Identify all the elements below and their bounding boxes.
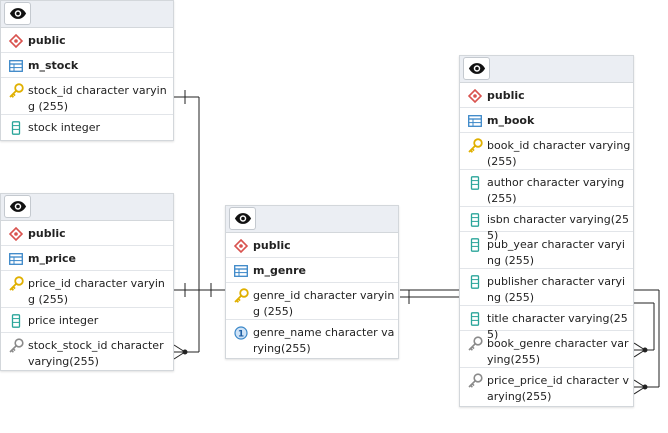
column-label: title character varying(255) — [487, 312, 628, 341]
schema-name: public — [487, 89, 525, 102]
schema-icon — [9, 34, 23, 48]
column-icon — [470, 238, 480, 252]
column-row[interactable]: author character varying(255) — [460, 170, 633, 207]
toggle-visibility-button[interactable] — [463, 57, 490, 80]
column-row[interactable]: stock integer — [1, 115, 173, 140]
schema-name: public — [253, 239, 291, 252]
column-row[interactable]: stock_stock_id character varying(255) — [1, 333, 173, 370]
table-node-m-price[interactable]: public m_price price_id character varyin… — [0, 193, 174, 371]
table-name-row: m_price — [1, 246, 173, 271]
column-label: price_id character varying (255) — [28, 277, 165, 306]
eye-icon — [9, 200, 27, 213]
table-node-header — [460, 56, 633, 83]
primary-key-icon — [233, 288, 249, 304]
link-book-to-genre[interactable] — [400, 290, 655, 358]
column-label: stock_id character varying (255) — [28, 84, 167, 113]
column-row[interactable]: price_price_id character varying(255) — [460, 368, 633, 405]
column-label: price_price_id character varying(255) — [487, 374, 629, 403]
schema-icon — [468, 89, 482, 103]
table-node-m-genre[interactable]: public m_genre genre_id character varyin… — [225, 205, 399, 359]
schema-name: public — [28, 34, 66, 47]
eye-icon — [468, 62, 486, 75]
column-row[interactable]: book_id character varying (255) — [460, 133, 633, 170]
table-name-row: m_stock — [1, 53, 173, 78]
foreign-key-icon — [8, 338, 24, 354]
schema-row: public — [226, 233, 398, 258]
column-row[interactable]: price_id character varying (255) — [1, 271, 173, 308]
primary-key-icon — [467, 138, 483, 154]
column-icon — [470, 312, 480, 326]
column-label: publisher character varying (255) — [487, 275, 626, 304]
schema-row: public — [1, 28, 173, 53]
column-label: pub_year character varying (255) — [487, 238, 625, 267]
table-icon — [234, 265, 248, 277]
column-icon — [11, 121, 21, 135]
column-row[interactable]: publisher character varying (255) — [460, 269, 633, 306]
column-label: isbn character varying(255) — [487, 213, 629, 242]
toggle-visibility-button[interactable] — [229, 207, 256, 230]
eye-icon — [234, 212, 252, 225]
column-row[interactable]: isbn character varying(255) — [460, 207, 633, 242]
table-name: m_stock — [28, 59, 79, 72]
toggle-visibility-button[interactable] — [4, 2, 31, 25]
schema-row: public — [460, 83, 633, 108]
table-node-m-stock[interactable]: public m_stock stock_id character varyin… — [0, 0, 174, 141]
column-row[interactable]: stock_id character varying (255) — [1, 78, 173, 115]
column-label: book_genre character varying(255) — [487, 337, 629, 366]
column-label: book_id character varying (255) — [487, 139, 631, 168]
table-name: m_genre — [253, 264, 307, 277]
unique-1-icon — [234, 326, 248, 340]
column-row[interactable]: genre_name character varying(255) — [226, 320, 398, 357]
schema-name: public — [28, 227, 66, 240]
schema-row: public — [1, 221, 173, 246]
column-label: author character varying(255) — [487, 176, 625, 205]
column-label: stock integer — [28, 121, 101, 134]
table-node-header — [226, 206, 398, 233]
column-row[interactable]: price integer — [1, 308, 173, 333]
eye-icon — [9, 7, 27, 20]
table-name: m_price — [28, 252, 77, 265]
schema-icon — [9, 227, 23, 241]
table-icon — [468, 115, 482, 127]
table-name-row: m_genre — [226, 258, 398, 283]
column-label: price integer — [28, 314, 99, 327]
primary-key-icon — [8, 276, 24, 292]
table-icon — [9, 60, 23, 72]
primary-key-icon — [8, 83, 24, 99]
column-row[interactable]: title character varying(255) — [460, 306, 633, 341]
table-name: m_book — [487, 114, 535, 127]
column-label: stock_stock_id character varying(255) — [28, 339, 164, 368]
column-icon — [470, 275, 480, 289]
table-icon — [9, 253, 23, 265]
column-row[interactable]: genre_id character varying (255) — [226, 283, 398, 320]
column-label: genre_id character varying (255) — [253, 289, 395, 318]
link-price-to-stock[interactable] — [173, 90, 200, 360]
toggle-visibility-button[interactable] — [4, 195, 31, 218]
table-node-m-book[interactable]: public m_book book_id character varying … — [459, 55, 634, 407]
schema-icon — [234, 239, 248, 253]
table-node-header — [1, 1, 173, 28]
foreign-key-icon — [467, 336, 483, 352]
column-icon — [470, 213, 480, 227]
column-row[interactable]: pub_year character varying (255) — [460, 232, 633, 269]
column-icon — [11, 314, 21, 328]
foreign-key-icon — [467, 373, 483, 389]
table-name-row: m_book — [460, 108, 633, 133]
column-row[interactable]: book_genre character varying(255) — [460, 331, 633, 368]
column-label: genre_name character varying(255) — [253, 326, 395, 355]
table-node-header — [1, 194, 173, 221]
column-icon — [470, 176, 480, 190]
